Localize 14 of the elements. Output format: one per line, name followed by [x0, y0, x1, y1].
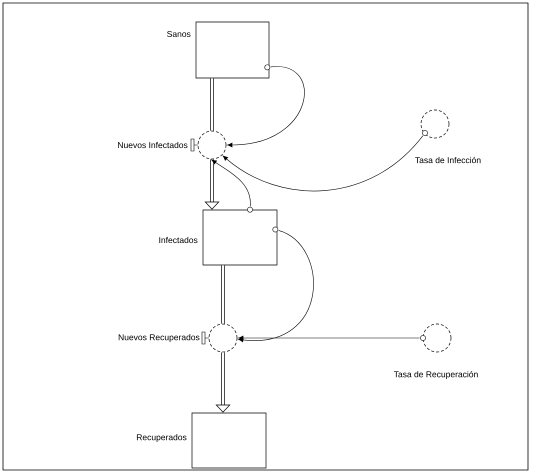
connector-arrow: [211, 160, 251, 207]
node-label: Nuevos Recuperados: [118, 334, 200, 342]
node-label: Tasa de Recuperación: [394, 370, 478, 379]
node-label: Tasa de Infección: [415, 156, 480, 164]
node-label: Sanos: [167, 31, 190, 37]
node-label: Recuperados: [136, 434, 186, 442]
node-label: Nuevos Infectados: [118, 142, 188, 148]
node-label: Infectados: [159, 236, 198, 244]
connector-arrow: [222, 135, 424, 192]
connector-arrow: [238, 230, 314, 342]
connector-arrow: [227, 66, 305, 148]
connector-arrow: [238, 336, 420, 340]
flow-pipe: [210, 78, 214, 131]
flow-pipe: [221, 265, 225, 324]
